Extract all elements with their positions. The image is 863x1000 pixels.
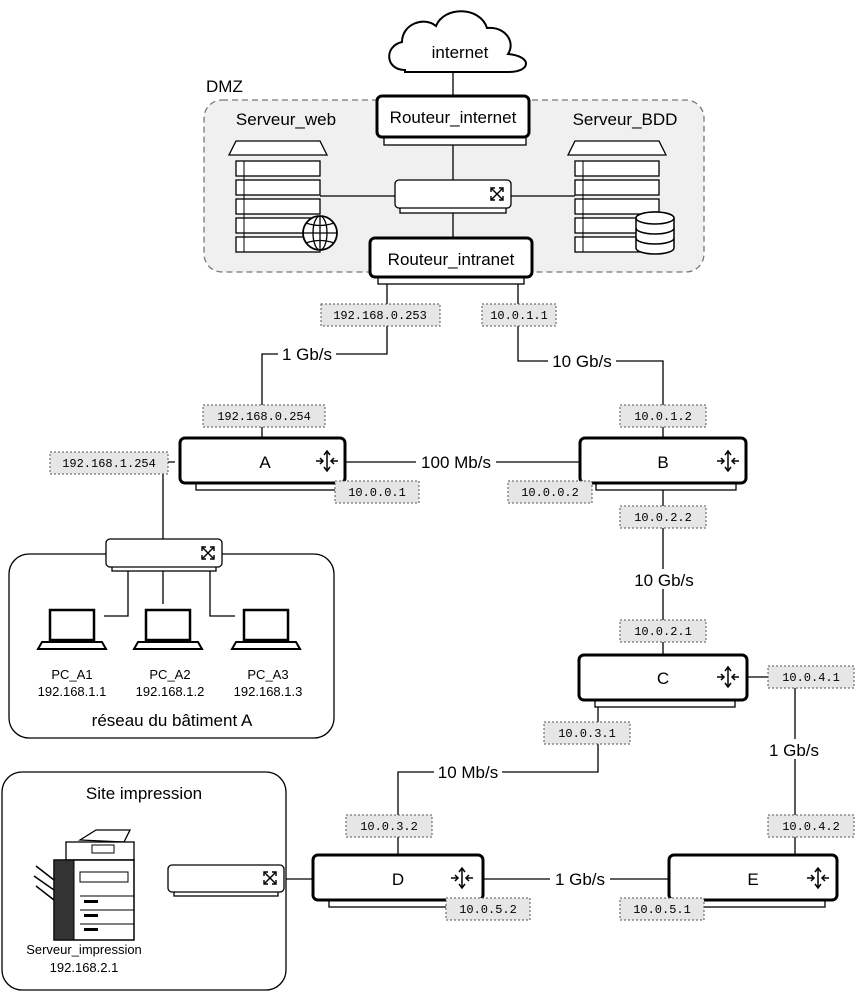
print-server-name: Serveur_impression xyxy=(26,942,142,957)
dmz-switch[interactable] xyxy=(394,179,512,214)
svg-text:10.0.3.1: 10.0.3.1 xyxy=(558,727,616,741)
print-site-switch[interactable] xyxy=(167,864,285,897)
svg-text:10.0.1.1: 10.0.1.1 xyxy=(490,309,548,323)
svg-text:10.0.4.1: 10.0.4.1 xyxy=(782,671,840,685)
printer-icon xyxy=(33,829,135,941)
web-server-label: Serveur_web xyxy=(236,110,336,129)
ip-tag: 10.0.5.2 xyxy=(445,897,531,921)
router-b[interactable]: B xyxy=(578,436,748,491)
svg-text:10.0.2.2: 10.0.2.2 xyxy=(634,511,692,525)
svg-text:192.168.0.254: 192.168.0.254 xyxy=(217,410,311,424)
router-e[interactable]: E xyxy=(667,853,839,908)
ip-tag: 10.0.4.1 xyxy=(767,665,855,689)
ip-tag: 10.0.3.2 xyxy=(345,814,433,838)
router-d[interactable]: D xyxy=(311,853,485,908)
ip-tag: 192.168.1.254 xyxy=(49,451,169,475)
svg-text:10.0.5.1: 10.0.5.1 xyxy=(633,903,691,917)
link-speed-c-e: 1 Gb/s xyxy=(769,741,819,760)
link-speed-d-e: 1 Gb/s xyxy=(555,870,605,889)
pc-name: PC_A2 xyxy=(149,667,190,682)
ip-tag: 10.0.0.2 xyxy=(507,480,593,504)
ip-tag: 192.168.0.253 xyxy=(320,303,441,327)
db-server-label: Serveur_BDD xyxy=(573,110,678,129)
pc-ip: 192.168.1.1 xyxy=(38,684,107,699)
svg-text:192.168.1.254: 192.168.1.254 xyxy=(62,457,156,471)
print-server-ip: 192.168.2.1 xyxy=(50,960,119,975)
svg-text:10.0.3.2: 10.0.3.2 xyxy=(360,820,418,834)
router-intranet-label: Routeur_intranet xyxy=(388,250,515,269)
ip-tag: 10.0.3.1 xyxy=(543,721,631,745)
router-a[interactable]: A xyxy=(178,436,347,491)
link-speed-b-c: 10 Gb/s xyxy=(634,571,694,590)
pc-ip: 192.168.1.2 xyxy=(136,684,205,699)
web-server-icon xyxy=(228,140,338,253)
building-a-switch[interactable] xyxy=(105,538,223,572)
ip-tag: 192.168.0.254 xyxy=(202,404,326,428)
svg-text:10.0.4.2: 10.0.4.2 xyxy=(782,820,840,834)
link-speed-c-d: 10 Mb/s xyxy=(438,763,498,782)
ip-tag: 10.0.1.2 xyxy=(619,404,707,428)
print-site-label: Site impression xyxy=(86,784,202,803)
router-d-label: D xyxy=(392,870,404,889)
router-b-label: B xyxy=(657,453,668,472)
svg-text:10.0.5.2: 10.0.5.2 xyxy=(459,903,517,917)
ip-tag: 10.0.4.2 xyxy=(767,814,855,838)
dmz-label: DMZ xyxy=(206,77,243,96)
svg-text:10.0.0.1: 10.0.0.1 xyxy=(348,486,406,500)
router-intranet[interactable]: Routeur_intranet xyxy=(368,236,534,285)
router-c[interactable]: C xyxy=(577,653,749,708)
router-a-label: A xyxy=(259,453,271,472)
ip-tag: 10.0.1.1 xyxy=(481,303,557,327)
ip-tag: 10.0.2.1 xyxy=(619,619,707,643)
link-speed-a-b: 100 Mb/s xyxy=(421,453,491,472)
svg-text:10.0.2.1: 10.0.2.1 xyxy=(634,625,692,639)
router-internet-label: Routeur_internet xyxy=(390,108,517,127)
router-c-label: C xyxy=(657,669,669,688)
router-e-label: E xyxy=(747,870,758,889)
ip-tag: 10.0.5.1 xyxy=(619,897,705,921)
cloud-icon xyxy=(388,10,527,73)
building-a-label: réseau du bâtiment A xyxy=(92,711,253,730)
link-speed-intranet-b: 10 Gb/s xyxy=(552,352,612,371)
svg-text:10.0.1.2: 10.0.1.2 xyxy=(634,410,692,424)
pc-name: PC_A1 xyxy=(51,667,92,682)
svg-text:10.0.0.2: 10.0.0.2 xyxy=(521,486,579,500)
router-internet[interactable]: Routeur_internet xyxy=(375,94,531,146)
db-server-icon xyxy=(567,140,675,255)
ip-tag: 10.0.2.2 xyxy=(619,505,707,529)
ip-tag: 10.0.0.1 xyxy=(334,480,420,504)
pc-name: PC_A3 xyxy=(247,667,288,682)
link-speed-intranet-a: 1 Gb/s xyxy=(282,345,332,364)
internet-label: internet xyxy=(432,43,489,62)
svg-text:192.168.0.253: 192.168.0.253 xyxy=(333,309,427,323)
pc-ip: 192.168.1.3 xyxy=(234,684,303,699)
